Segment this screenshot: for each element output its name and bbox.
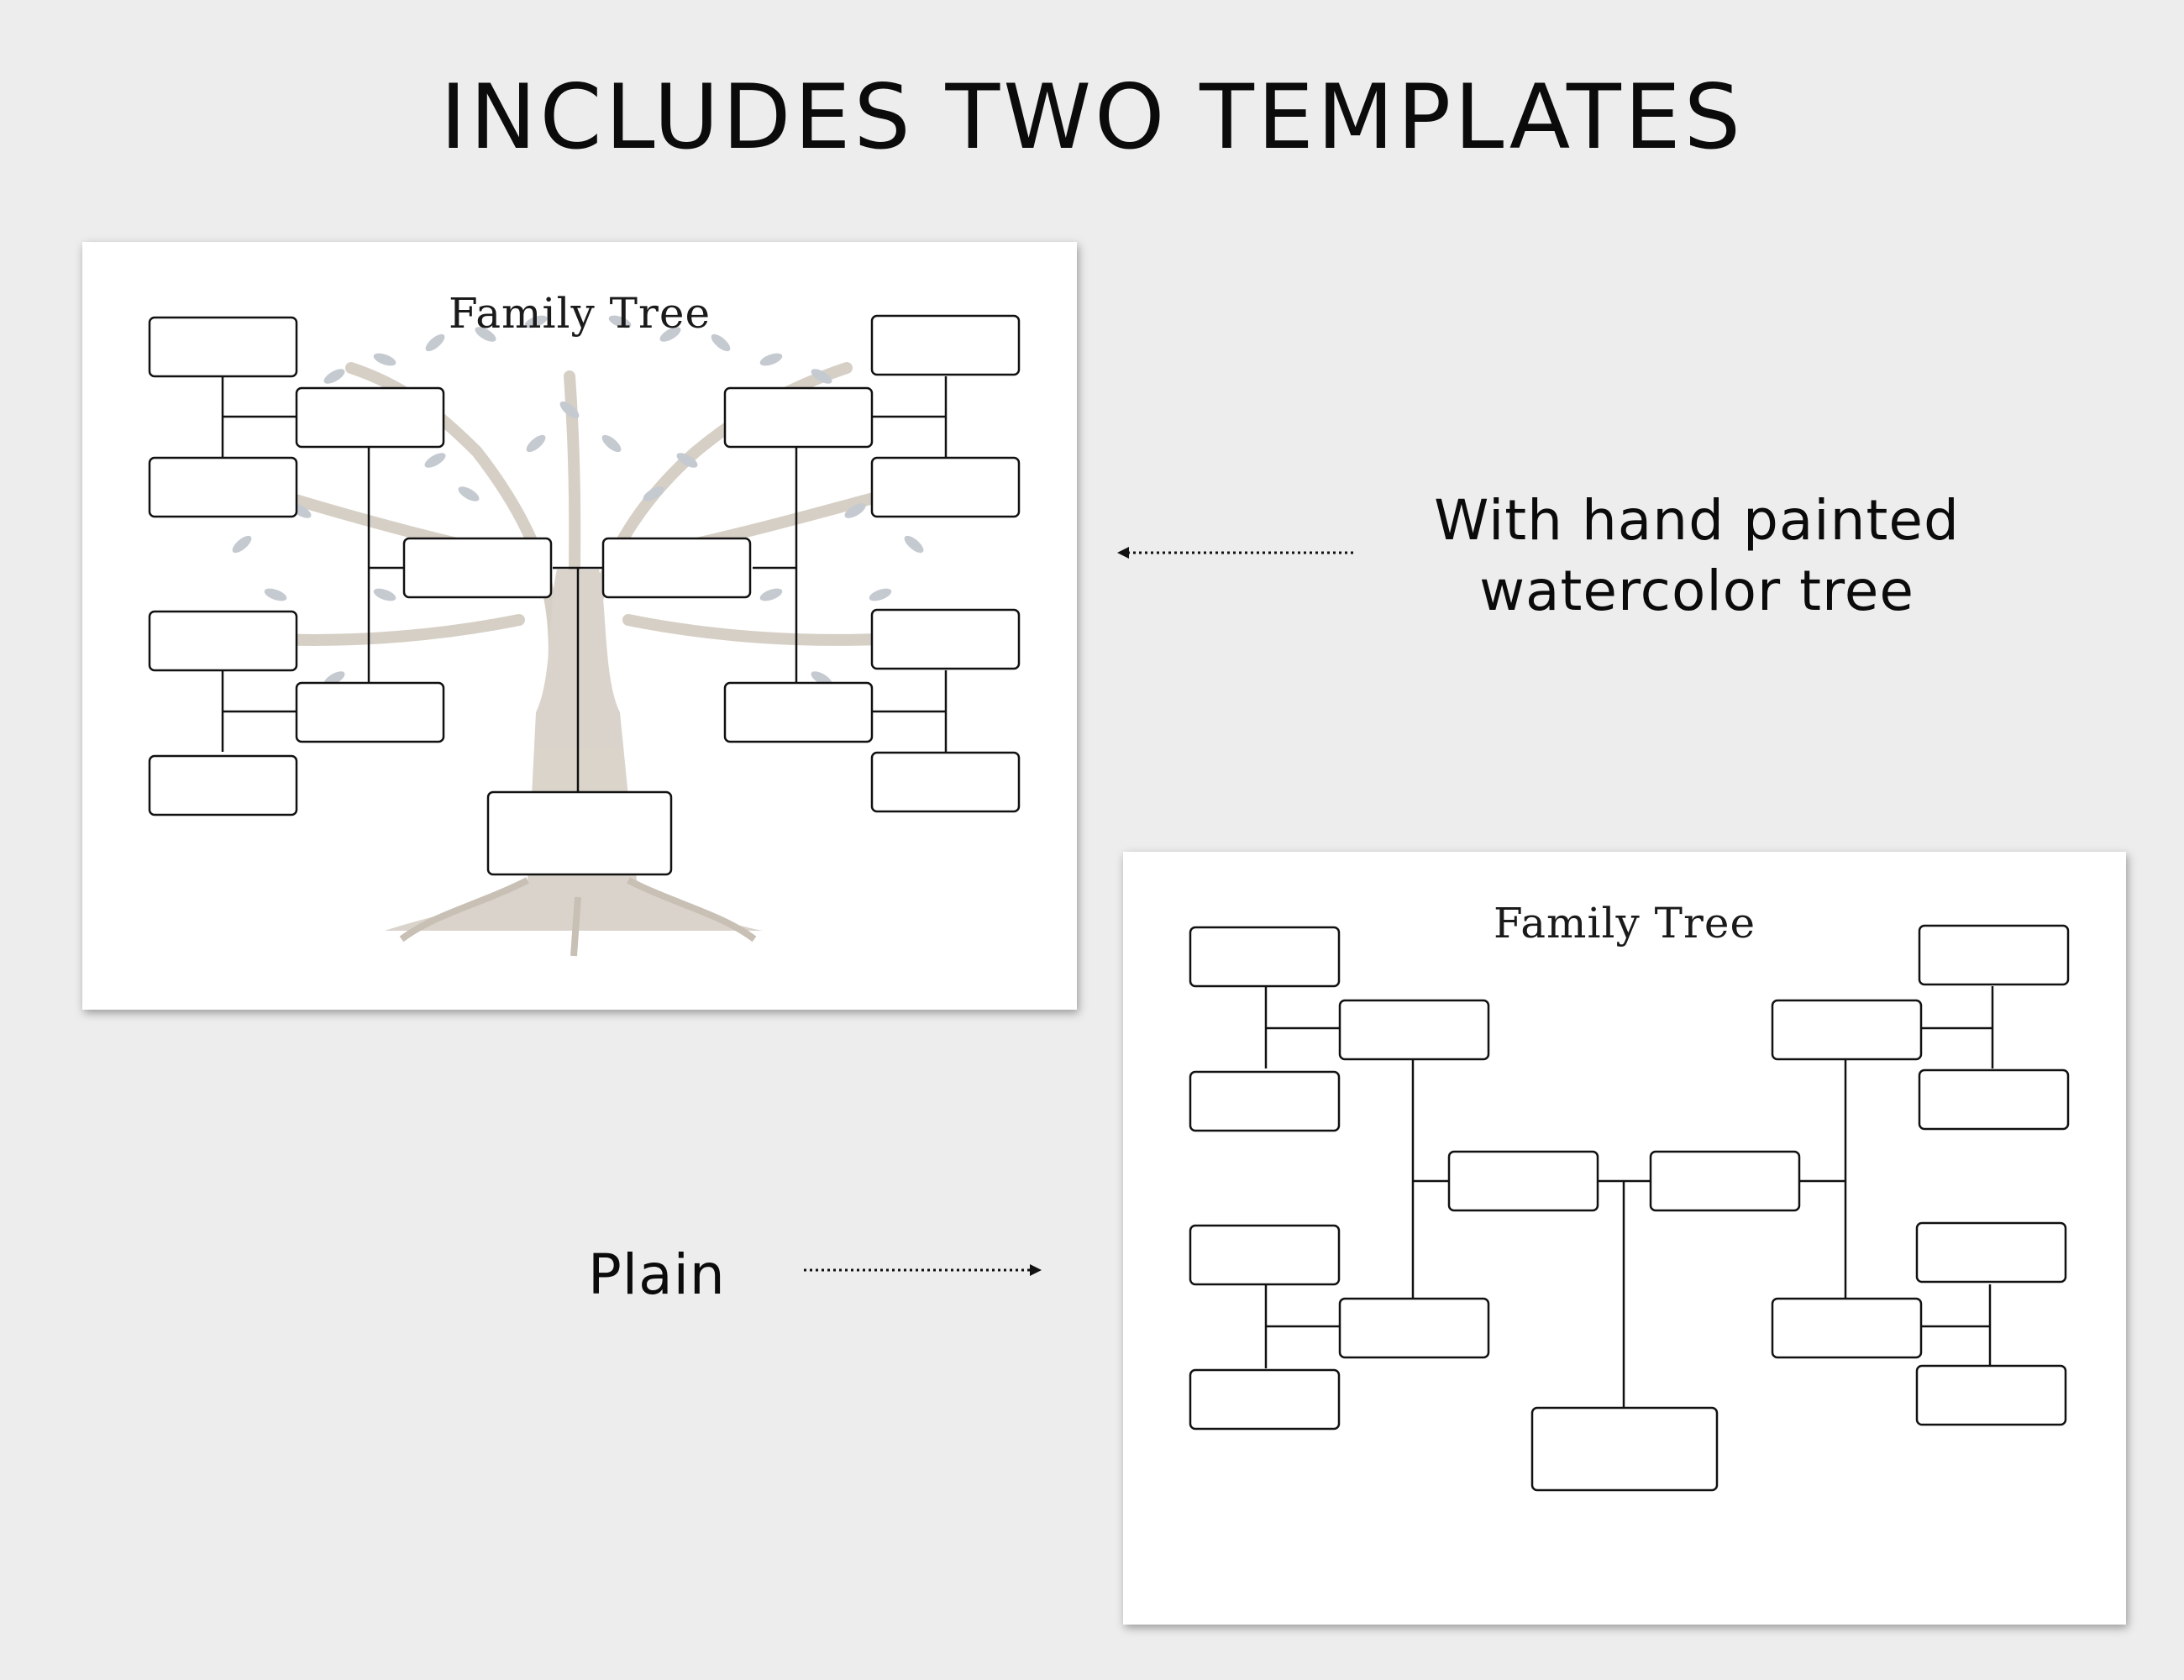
plain-connector-lines <box>1264 986 1994 1408</box>
page-headline: INCLUDES TWO TEMPLATES <box>439 66 1745 169</box>
watercolor-template-sheet: Family Tree <box>82 242 1077 1010</box>
arrow-left-icon <box>1117 547 1357 559</box>
arrow-right-icon <box>804 1264 1042 1276</box>
watercolor-family-tree-diagram <box>148 314 1021 957</box>
watercolor-name-boxes <box>148 314 1021 876</box>
watercolor-template-caption: With hand painted watercolor tree <box>1378 486 2016 627</box>
plain-template-sheet: Family Tree <box>1123 852 2126 1625</box>
plain-template-caption: Plain <box>588 1242 726 1307</box>
plain-name-boxes <box>1189 924 2070 1492</box>
watercolor-template-title: Family Tree <box>448 289 711 338</box>
watercolor-connector-lines <box>221 376 948 792</box>
plain-family-tree-diagram <box>1189 924 2070 1492</box>
watercolor-caption-line-1: With hand painted <box>1434 488 1960 553</box>
plain-template-title: Family Tree <box>1493 899 1756 948</box>
watercolor-caption-line-2: watercolor tree <box>1479 559 1914 623</box>
